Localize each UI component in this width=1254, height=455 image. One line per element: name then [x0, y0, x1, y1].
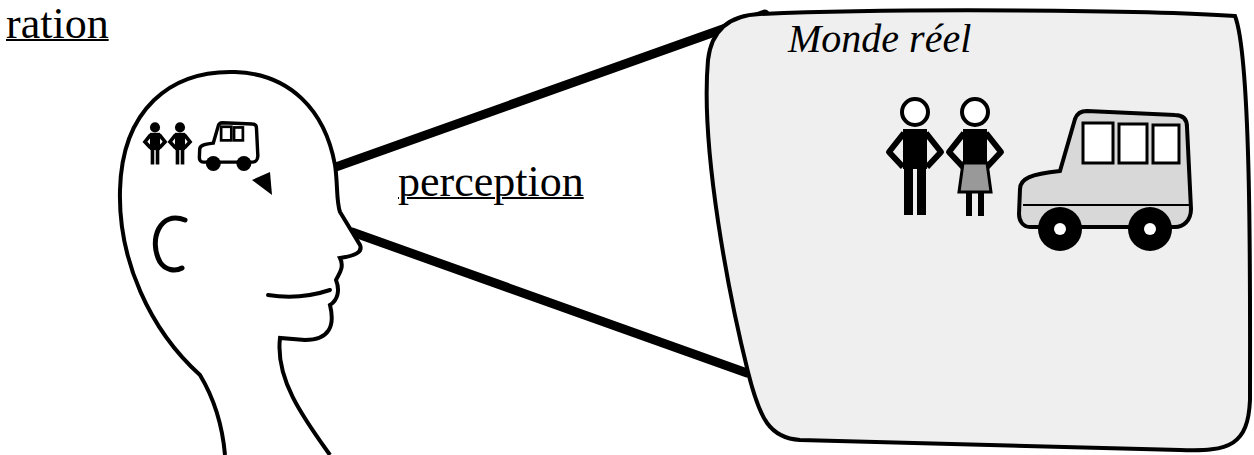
region-title: Monde réel: [788, 17, 971, 61]
eye: [252, 172, 272, 195]
thought-person: [170, 122, 190, 164]
region-outline: [700, 5, 1254, 455]
sight-line: [333, 14, 765, 168]
thought-person: [145, 122, 165, 164]
underlined-label: ration: [6, 0, 109, 48]
world-region: Monde réel: [700, 5, 1254, 455]
ear: [155, 218, 185, 270]
underlined-label: perception: [398, 158, 584, 206]
mouth: [268, 290, 330, 297]
head-outline: [120, 72, 361, 455]
sight-line: [352, 232, 747, 373]
thought-car: [199, 123, 257, 171]
